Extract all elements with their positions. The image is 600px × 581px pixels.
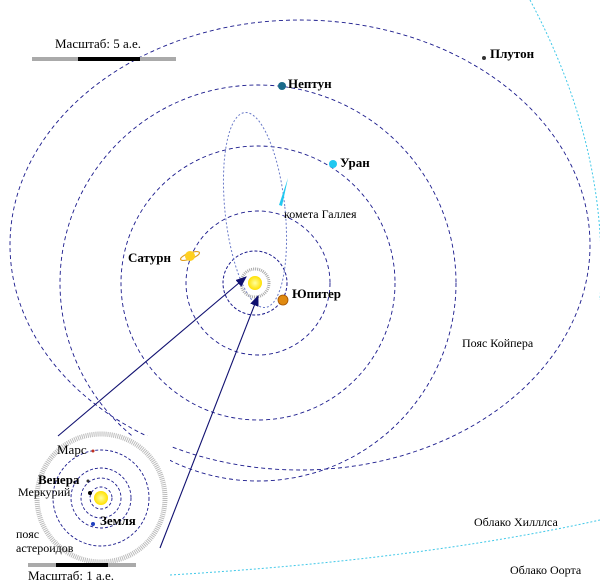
zoom-arrow-left — [57, 276, 247, 437]
earth-label: Земля — [100, 513, 136, 528]
pluto-label: Плутон — [490, 46, 535, 61]
scale-bar-outer — [32, 57, 176, 61]
jupiter-label: Юпитер — [292, 286, 341, 301]
mars-planet — [91, 449, 95, 453]
neptune-label: Нептун — [288, 76, 332, 91]
venus-label: Венера — [38, 472, 80, 487]
inner-asteroid-belt — [34, 431, 168, 565]
oort-cloud-arc — [529, 0, 600, 300]
earth-orbit — [70, 467, 132, 529]
asteroid-belt-label-1: пояс — [16, 527, 39, 541]
earth-planet — [91, 522, 95, 526]
pluto-planet — [482, 56, 486, 60]
uranus-label: Уран — [340, 155, 370, 170]
mars-orbit — [52, 449, 150, 547]
mars-label: Марс — [57, 442, 87, 457]
kuiper-label: Пояс Койпера — [462, 336, 534, 350]
neptune-planet — [278, 82, 286, 90]
neptune-orbit — [59, 84, 457, 482]
saturn-label: Сатурн — [128, 250, 171, 265]
mercury-planet — [88, 491, 92, 495]
halley-comet — [279, 178, 288, 206]
scale-inner-label: Масштаб: 1 а.е. — [28, 568, 114, 581]
scale-bar-inner — [28, 563, 136, 567]
oort-label: Облако Оорта — [510, 563, 582, 577]
uranus-planet — [329, 160, 337, 168]
mercury-orbit — [89, 486, 113, 510]
inner-system-panel — [4, 436, 170, 564]
jupiter-planet — [277, 294, 289, 306]
jupiter-orbit — [222, 250, 288, 316]
asteroid-belt-label-2: астероидов — [16, 541, 74, 555]
inner-sun — [94, 491, 108, 505]
oort-cloud-arc-bottom — [169, 519, 600, 576]
venus-planet — [86, 479, 90, 483]
uranus-orbit — [120, 145, 396, 421]
scale-outer-label: Масштаб: 5 а.е. — [55, 36, 141, 51]
zoom-arrow-right — [159, 294, 259, 549]
venus-orbit — [80, 477, 122, 519]
sun — [248, 276, 262, 290]
asteroid-belt-outer — [239, 267, 271, 299]
mercury-label: Меркурий — [18, 485, 71, 499]
hills-label: Облако Хилллса — [474, 515, 559, 529]
saturn-orbit — [185, 210, 331, 356]
halley-label: комета Галлея — [284, 207, 357, 221]
halley-orbit — [222, 111, 288, 309]
pluto-orbit — [9, 19, 591, 471]
saturn-planet — [179, 250, 201, 262]
